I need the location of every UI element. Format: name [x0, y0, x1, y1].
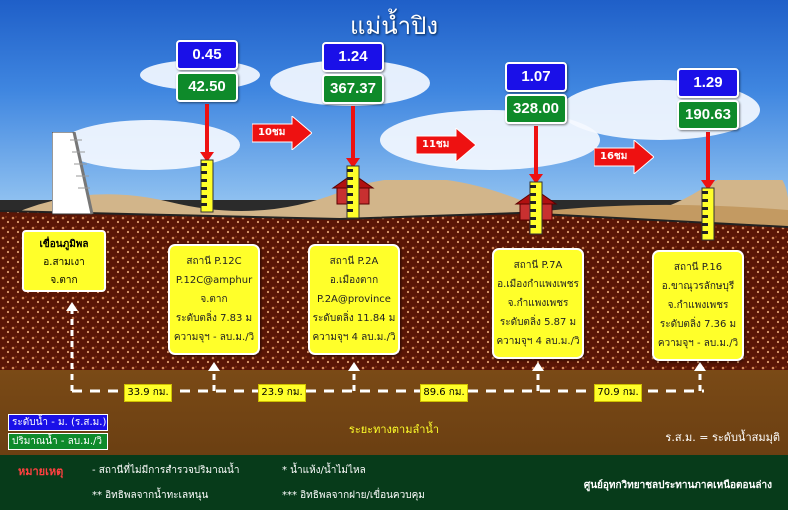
level-pointer-head-4: [701, 180, 715, 190]
station-province: จ.กำแพงเพชร: [507, 298, 569, 309]
station-2-water-level: 1.24: [322, 42, 384, 72]
station-province: จ.ตาก: [200, 294, 228, 305]
distance-label-1: 33.9 กม.: [124, 384, 172, 402]
staff-gauge-tick: [702, 191, 708, 194]
staff-gauge-tick: [201, 163, 207, 166]
note-tide: ** อิทธิพลจากน้ำทะเลหนุน: [92, 490, 209, 501]
staff-gauge-tick: [201, 195, 207, 198]
level-pointer-head-3: [529, 174, 543, 184]
staff-gauge-tick: [347, 209, 353, 212]
dam-province: จ.ตาก: [50, 275, 78, 286]
staff-gauge-tick: [347, 185, 353, 188]
msl-note: ร.ส.ม. = ระดับน้ำสมมุติ: [665, 431, 780, 444]
station-riser-head-3: [532, 362, 544, 371]
legend-bar: [0, 455, 788, 510]
station-4-discharge: 190.63: [677, 100, 739, 130]
travel-time-2: 11ชม: [415, 126, 477, 164]
station-bank-level: ระดับตลิ่ง 11.84 ม: [312, 313, 396, 324]
travel-time-3: 16ชม: [593, 138, 655, 176]
station-name: สถานี P.2A: [329, 256, 379, 267]
staff-gauge-tick: [702, 199, 708, 202]
station-bank-level: ระดับตลิ่ง 5.87 ม: [499, 317, 577, 328]
staff-gauge-tick: [530, 217, 536, 220]
station-riser-head-4: [694, 362, 706, 371]
level-pointer-head-2: [346, 158, 360, 168]
station-capacity: ความจุฯ - ลบ.ม./วิ: [173, 332, 255, 343]
page-title: แม่น้ำปิง: [349, 12, 439, 40]
staff-gauge-tick: [347, 201, 353, 204]
travel-time-label: 16ชม: [600, 151, 628, 162]
travel-time-label: 11ชม: [422, 139, 450, 150]
staff-gauge-tick: [530, 225, 536, 228]
dam-wall: [52, 132, 94, 215]
axis-label: ระยะทางตามลำน้ำ: [348, 423, 440, 436]
staff-gauge-tick: [530, 193, 536, 196]
staff-gauge-tick: [702, 215, 708, 218]
station-3-water-level: 1.07: [505, 62, 567, 92]
staff-gauge-tick: [702, 231, 708, 234]
station-3-discharge: 328.00: [505, 94, 567, 124]
staff-gauge-tick: [530, 209, 536, 212]
station-amphur: อ.ขาณุวรลักษบุรี: [661, 281, 735, 292]
station-riser-head-1: [208, 362, 220, 371]
notes-heading: หมายเหตุ: [18, 465, 64, 478]
staff-gauge-tick: [702, 223, 708, 226]
travel-time-label: 10ชม: [258, 127, 286, 138]
station-4-water-level: 1.29: [677, 68, 739, 98]
station-card-4[interactable]: สถานี P.16 อ.ขาณุวรลักษบุรี จ.กำแพงเพชร …: [652, 250, 744, 361]
station-amphur: อ.เมืองตาก: [329, 275, 379, 286]
level-pointer-head-1: [200, 152, 214, 162]
legend-water-level: ระดับน้ำ - ม. (ร.ส.ม.): [8, 414, 108, 431]
note-dry: * น้ำแห้ง/น้ำไม่ไหล: [282, 465, 366, 476]
station-province: จ.กำแพงเพชร: [667, 300, 729, 311]
station-province: P.2A@province: [317, 294, 391, 305]
staff-gauge-tick: [702, 207, 708, 210]
station-1-water-level: 0.45: [176, 40, 238, 70]
dam-info: เขื่อนภูมิพล อ.สามเงา จ.ตาก: [22, 230, 106, 292]
station-card-1[interactable]: สถานี P.12C P.12C@amphur จ.ตาก ระดับตลิ่…: [168, 244, 260, 355]
station-capacity: ความจุฯ 4 ลบ.ม./วิ: [312, 332, 396, 343]
station-bank-level: ระดับตลิ่ง 7.36 ม: [659, 319, 737, 330]
legend-discharge: ปริมาณน้ำ - ลบ.ม./วิ: [8, 433, 108, 450]
distance-label-3: 89.6 กม.: [420, 384, 468, 402]
station-2-discharge: 367.37: [322, 74, 384, 104]
station-name: สถานี P.12C: [186, 256, 242, 267]
station-name: สถานี P.7A: [513, 260, 563, 271]
staff-gauge-tick: [201, 203, 207, 206]
station-riser-head-2: [348, 362, 360, 371]
station-amphur: อ.เมืองกำแพงเพชร: [497, 279, 579, 290]
station-capacity: ความจุฯ - ลบ.ม./วิ: [657, 338, 739, 349]
staff-gauge-tick: [201, 187, 207, 190]
staff-gauge-tick: [347, 193, 353, 196]
note-no-survey: - สถานีที่ไม่มีการสำรวจปริมาณน้ำ: [92, 465, 240, 476]
staff-gauge-tick: [530, 185, 536, 188]
distance-label-4: 70.9 กม.: [594, 384, 642, 402]
station-amphur: P.12C@amphur: [175, 275, 253, 286]
station-card-3[interactable]: สถานี P.7A อ.เมืองกำแพงเพชร จ.กำแพงเพชร …: [492, 248, 584, 359]
station-name: สถานี P.16: [673, 262, 723, 273]
travel-time-1: 10ชม: [251, 114, 313, 152]
staff-gauge-tick: [201, 179, 207, 182]
distance-label-2: 23.9 กม.: [258, 384, 306, 402]
station-riser-head-0: [66, 302, 78, 311]
staff-gauge-tick: [201, 171, 207, 174]
staff-gauge-tick: [347, 169, 353, 172]
dam-name: เขื่อนภูมิพล: [39, 239, 89, 250]
staff-gauge-tick: [347, 177, 353, 180]
station-card-2[interactable]: สถานี P.2A อ.เมืองตาก P.2A@province ระดั…: [308, 244, 400, 355]
note-weir: *** อิทธิพลจากฝาย/เขื่อนควบคุม: [282, 490, 425, 501]
agency-name: ศูนย์อุทกวิทยาชลประทานภาคเหนือตอนล่าง: [583, 480, 772, 491]
station-capacity: ความจุฯ 4 ลบ.ม./วิ: [496, 336, 580, 347]
dam-district: อ.สามเงา: [43, 257, 85, 268]
station-bank-level: ระดับตลิ่ง 7.83 ม: [175, 313, 253, 324]
station-1-discharge: 42.50: [176, 72, 238, 102]
staff-gauge-tick: [530, 201, 536, 204]
